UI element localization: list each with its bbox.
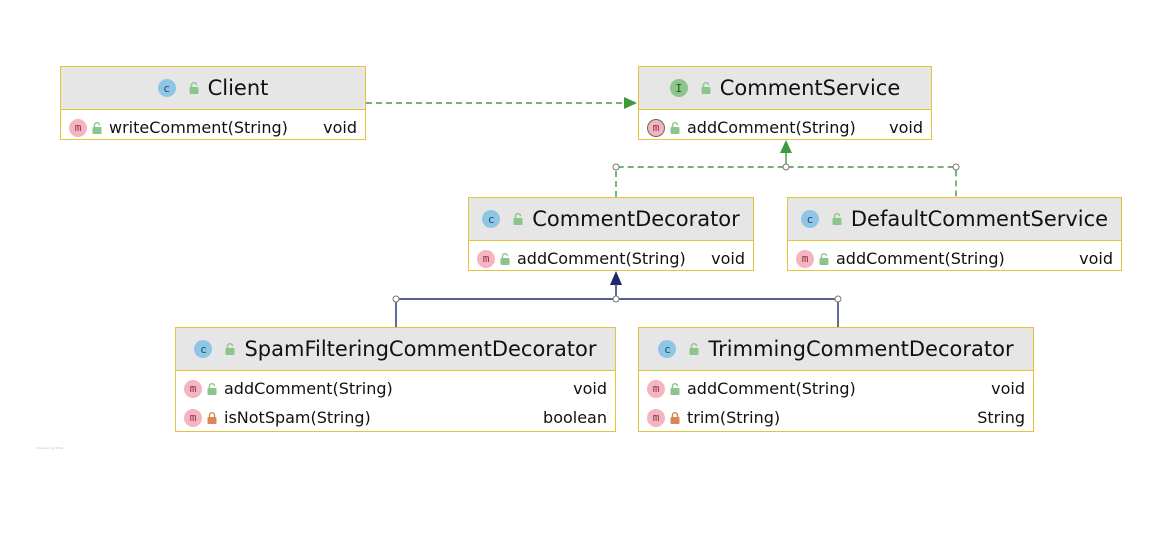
public-visibility-icon <box>92 121 102 134</box>
public-visibility-icon <box>670 121 680 134</box>
diagram-credit: Powered by yFiles <box>37 446 64 450</box>
method-row[interactable]: m addComment(String) void <box>639 374 1033 403</box>
method-row[interactable]: m addComment(String) void <box>639 113 931 142</box>
public-visibility-icon <box>513 213 523 225</box>
method-icon: m <box>184 408 202 427</box>
public-visibility-icon <box>207 382 217 395</box>
interface-icon: I <box>669 79 688 97</box>
public-visibility-icon <box>670 382 680 395</box>
class-header: c CommentDecorator <box>469 198 753 241</box>
private-lock-icon <box>207 411 217 424</box>
method-list: m addComment(String) void <box>639 110 931 145</box>
method-icon: m <box>69 118 87 137</box>
dependency-arrowhead <box>624 97 637 109</box>
generalization-line <box>395 298 839 327</box>
abstract-method-icon: m <box>647 118 665 137</box>
class-box-default-comment-service[interactable]: c DefaultCommentService m addComment(String… <box>787 197 1122 271</box>
method-row[interactable]: m addComment(String) void <box>469 244 753 273</box>
method-signature: addComment(String) <box>687 379 856 398</box>
generalization-arrowhead <box>610 271 622 285</box>
method-signature: addComment(String) <box>687 118 856 137</box>
method-row[interactable]: m trim(String) String <box>639 403 1033 432</box>
class-name: TrimmingCommentDecorator <box>708 337 1014 361</box>
class-header: c Client <box>61 67 365 110</box>
public-visibility-icon <box>500 252 510 265</box>
class-name: DefaultCommentService <box>850 207 1109 231</box>
class-header: c SpamFilteringCommentDecorator <box>176 328 615 371</box>
class-name: Client <box>207 76 269 100</box>
class-box-spam-filtering-comment-decorator[interactable]: c SpamFilteringCommentDecorator m addCommen… <box>175 327 616 432</box>
method-row[interactable]: m writeComment(String) void <box>61 113 365 142</box>
class-box-client[interactable]: c Client m writeComment(String) void <box>60 66 366 140</box>
realization-line <box>615 166 957 197</box>
generalization-joint <box>392 295 400 303</box>
method-return-type: void <box>991 379 1025 398</box>
class-header: c DefaultCommentService <box>788 198 1121 241</box>
class-icon: c <box>482 210 501 228</box>
method-signature: isNotSpam(String) <box>224 408 371 427</box>
public-visibility-icon <box>689 343 699 355</box>
realization-joint <box>952 163 960 171</box>
method-return-type: void <box>889 118 923 137</box>
method-signature: addComment(String) <box>517 249 686 268</box>
class-header: c TrimmingCommentDecorator <box>639 328 1033 371</box>
private-lock-icon <box>670 411 680 424</box>
public-visibility-icon <box>225 343 235 355</box>
public-visibility-icon <box>189 82 199 94</box>
class-icon: c <box>194 340 213 358</box>
method-signature: addComment(String) <box>224 379 393 398</box>
class-icon: c <box>658 340 677 358</box>
method-return-type: boolean <box>543 408 607 427</box>
method-return-type: String <box>977 408 1025 427</box>
method-icon: m <box>647 379 665 398</box>
method-row[interactable]: m addComment(String) void <box>788 244 1121 273</box>
method-icon: m <box>647 408 665 427</box>
class-name: SpamFilteringCommentDecorator <box>244 337 597 361</box>
class-header: I CommentService <box>639 67 931 110</box>
method-signature: writeComment(String) <box>109 118 288 137</box>
public-visibility-icon <box>832 213 842 225</box>
method-row[interactable]: m isNotSpam(String) boolean <box>176 403 615 432</box>
method-list: m addComment(String) void <box>788 241 1121 276</box>
method-return-type: void <box>711 249 745 268</box>
realization-joint <box>612 163 620 171</box>
class-box-comment-decorator[interactable]: c CommentDecorator m addComment(String) void <box>468 197 754 271</box>
class-name: CommentDecorator <box>532 207 740 231</box>
method-list: m addComment(String) void <box>469 241 753 276</box>
method-list: m writeComment(String) void <box>61 110 365 145</box>
method-signature: trim(String) <box>687 408 781 427</box>
method-signature: addComment(String) <box>836 249 1005 268</box>
class-icon: c <box>800 210 819 228</box>
realization-arrowhead <box>780 140 792 153</box>
generalization-joint <box>834 295 842 303</box>
method-icon: m <box>184 379 202 398</box>
method-return-type: void <box>573 379 607 398</box>
public-visibility-icon <box>701 82 711 94</box>
method-icon: m <box>796 249 814 268</box>
class-box-comment-service[interactable]: I CommentService m addComment(String) void <box>638 66 932 140</box>
public-visibility-icon <box>819 252 829 265</box>
method-list: m addComment(String) void m trim(String) Stri… <box>639 371 1033 435</box>
class-name: CommentService <box>719 76 901 100</box>
realization-joint <box>782 163 790 171</box>
method-icon: m <box>477 249 495 268</box>
method-row[interactable]: m addComment(String) void <box>176 374 615 403</box>
method-return-type: void <box>1079 249 1113 268</box>
class-box-trimming-comment-decorator[interactable]: c TrimmingCommentDecorator m addComment(Str… <box>638 327 1034 432</box>
method-list: m addComment(String) void m isNotSpam(String… <box>176 371 615 435</box>
method-return-type: void <box>323 118 357 137</box>
generalization-joint <box>612 295 620 303</box>
class-icon: c <box>157 79 176 97</box>
